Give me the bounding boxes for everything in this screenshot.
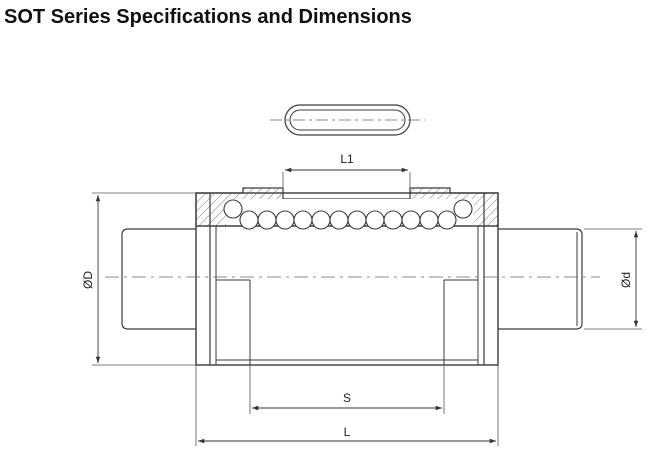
label-inner-diameter: Ød (619, 272, 633, 288)
label-S: S (343, 391, 351, 405)
ball-row (223, 199, 473, 230)
page-title: SOT Series Specifications and Dimensions (4, 6, 412, 28)
label-L1: L1 (340, 152, 354, 166)
dimension-L: L (195, 365, 499, 446)
dimension-outer-diameter: ØD (81, 192, 196, 366)
label-outer-diameter: ØD (81, 271, 95, 289)
dimension-inner-diameter: Ød (584, 228, 642, 330)
shaft (121, 228, 583, 330)
dimension-S: S (249, 365, 445, 414)
key-top-view (270, 104, 425, 136)
dimension-L1: L1 (282, 152, 411, 188)
label-L: L (344, 425, 351, 439)
